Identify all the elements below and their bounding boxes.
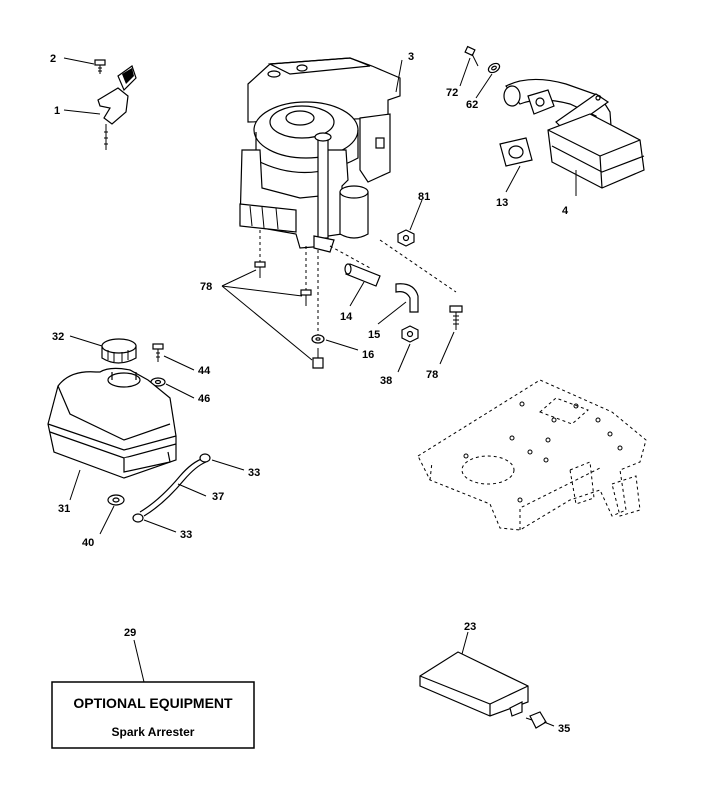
callout-78: 78 bbox=[200, 281, 212, 293]
tank-screw-part bbox=[152, 343, 164, 362]
callout-72: 72 bbox=[446, 87, 458, 99]
callout-14: 14 bbox=[340, 311, 353, 323]
callout-16: 16 bbox=[362, 349, 374, 361]
engine-part bbox=[239, 57, 401, 253]
engine-bolt-part bbox=[300, 289, 312, 306]
callout-23: 23 bbox=[464, 621, 476, 633]
tank-washer-part bbox=[150, 377, 166, 387]
callout-40: 40 bbox=[82, 537, 94, 549]
callout-13: 13 bbox=[496, 197, 508, 209]
engine-bolt-part bbox=[312, 348, 324, 369]
optional-equipment-title: OPTIONAL EQUIPMENT bbox=[73, 695, 233, 711]
callout-32: 32 bbox=[52, 331, 64, 343]
callout-33: 33 bbox=[248, 467, 260, 479]
hose-clamp-part bbox=[199, 453, 211, 463]
callout-37: 37 bbox=[212, 491, 224, 503]
callout-31: 31 bbox=[58, 503, 70, 515]
fuel-tank-part bbox=[47, 367, 177, 479]
callout-44: 44 bbox=[198, 365, 211, 377]
exhaust-gasket-part bbox=[487, 62, 501, 74]
engine-bolt-part bbox=[254, 261, 266, 278]
callout-35: 35 bbox=[558, 723, 570, 735]
fuel-line-part bbox=[139, 457, 207, 517]
spark-arrester-label: Spark Arrester bbox=[112, 725, 195, 739]
callout-29: 29 bbox=[124, 627, 136, 639]
fuel-cap-part bbox=[101, 338, 137, 364]
callout-78: 78 bbox=[426, 369, 438, 381]
throttle-bracket-part bbox=[97, 65, 137, 150]
optional-equipment-box: OPTIONAL EQUIPMENT Spark Arrester bbox=[51, 681, 255, 749]
exhaust-screw-part bbox=[464, 45, 479, 67]
callout-2: 2 bbox=[50, 53, 56, 65]
nut-81-part bbox=[397, 229, 415, 247]
drain-hose-part bbox=[344, 263, 381, 287]
mount-bolt-part bbox=[449, 305, 463, 330]
callout-62: 62 bbox=[466, 99, 478, 111]
bracket-screw-part bbox=[94, 59, 106, 74]
drain-elbow-part bbox=[395, 283, 419, 313]
spark-arrester-bracket-part bbox=[419, 651, 529, 717]
frame-phantom bbox=[417, 379, 647, 531]
cap-nut-part bbox=[401, 325, 419, 343]
callout-46: 46 bbox=[198, 393, 210, 405]
callout-38: 38 bbox=[380, 375, 392, 387]
callout-1: 1 bbox=[54, 105, 60, 117]
callout-3: 3 bbox=[408, 51, 414, 63]
hose-clamp-part bbox=[132, 513, 144, 523]
callout-15: 15 bbox=[368, 329, 380, 341]
bracket-screw-35-part bbox=[525, 711, 547, 729]
muffler-part bbox=[503, 78, 645, 189]
callout-4: 4 bbox=[562, 205, 569, 217]
bushing-part bbox=[107, 494, 125, 506]
muffler-gasket-part bbox=[499, 137, 533, 167]
callout-33: 33 bbox=[180, 529, 192, 541]
callout-81: 81 bbox=[418, 191, 430, 203]
washer-16-part bbox=[311, 334, 325, 344]
